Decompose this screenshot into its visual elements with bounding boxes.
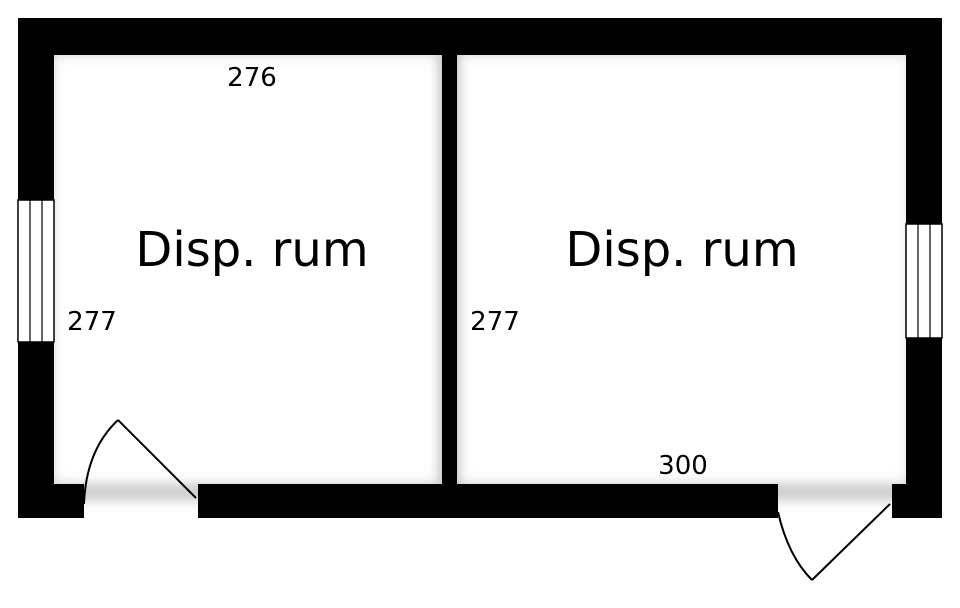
bottom-wall-left xyxy=(18,484,84,518)
window-left xyxy=(17,199,55,343)
bottom-wall-right xyxy=(892,484,942,518)
window-right xyxy=(905,223,943,339)
bottom-wall-middle xyxy=(198,484,778,518)
dimension-left-height: 277 xyxy=(67,307,117,337)
top-wall xyxy=(18,18,942,55)
room-label-right: Disp. rum xyxy=(565,222,798,278)
dimension-right-width: 300 xyxy=(658,451,708,481)
walls xyxy=(18,18,942,518)
dimension-left-width: 276 xyxy=(227,63,277,93)
partition-wall xyxy=(442,18,457,488)
dimension-right-height: 277 xyxy=(470,307,520,337)
room-label-left: Disp. rum xyxy=(135,222,368,278)
door-left xyxy=(83,419,197,505)
door-right xyxy=(777,503,891,581)
left-wall-upper xyxy=(18,18,54,200)
right-wall-upper xyxy=(906,18,942,224)
